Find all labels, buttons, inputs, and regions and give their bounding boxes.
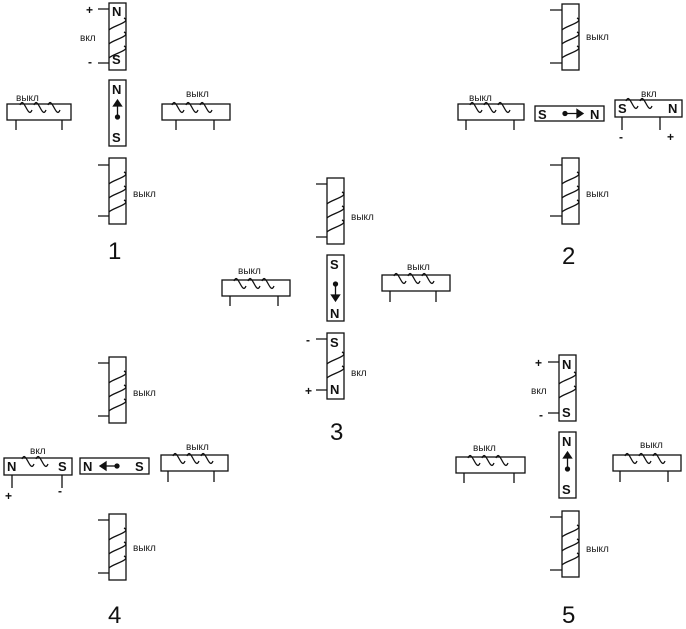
minus-terminal: - <box>619 130 623 144</box>
pole-s: S <box>330 335 339 350</box>
pole-s: S <box>58 459 67 474</box>
electromagnet-top: выкл <box>316 177 374 245</box>
electromagnet-top: выкл <box>98 356 156 424</box>
pole-n: N <box>7 459 16 474</box>
electromagnet-bottom: выкл <box>98 513 156 581</box>
diagram-4: выкл N S вкл + - N S выкл выкл <box>3 356 229 629</box>
status-off: выкл <box>473 443 496 454</box>
status-off: выкл <box>238 266 261 277</box>
diagram-number: 5 <box>562 602 575 629</box>
electromagnet-top: выкл <box>550 3 609 71</box>
minus-terminal: - <box>58 484 62 498</box>
status-on: вкл <box>30 446 46 457</box>
electromagnet-left: N S вкл + - <box>3 446 73 503</box>
pole-s: S <box>562 482 571 497</box>
status-off: выкл <box>586 32 609 43</box>
electromagnet-right: S N вкл - + <box>614 89 683 144</box>
status-off: выкл <box>407 262 430 273</box>
electromagnet-top: N S + - вкл <box>80 2 127 71</box>
pole-n: N <box>590 107 599 122</box>
compass-needle: S N <box>534 105 605 122</box>
pole-n: N <box>112 4 121 19</box>
pole-s: S <box>330 257 339 272</box>
electromagnet-left: выкл <box>221 266 291 306</box>
compass-needle: N S <box>108 79 127 147</box>
pole-s: S <box>112 52 121 67</box>
electromagnet-top: N S + - вкл <box>531 354 577 422</box>
pole-s: S <box>112 130 121 145</box>
minus-terminal: - <box>306 333 310 347</box>
diagram-5: N S + - вкл выкл N S выкл вык <box>455 354 682 629</box>
pole-n: N <box>330 382 339 397</box>
status-on: вкл <box>641 89 657 100</box>
plus-terminal: + <box>535 356 542 370</box>
status-off: выкл <box>586 189 609 200</box>
electromagnet-bottom: выкл <box>550 157 609 225</box>
electromagnet-left: выкл <box>455 443 526 483</box>
pole-n: N <box>562 434 571 449</box>
compass-needle: N S <box>558 431 577 499</box>
diagram-number: 4 <box>108 602 121 629</box>
status-off: выкл <box>586 544 609 555</box>
electromagnet-left: выкл <box>457 93 525 130</box>
status-off: выкл <box>133 388 156 399</box>
diagram-1: N S + - вкл выкл N S выкл <box>6 2 231 265</box>
electromagnet-right: выкл <box>160 442 229 482</box>
pole-s: S <box>135 459 144 474</box>
electromagnet-bottom: S N - + вкл <box>305 332 367 400</box>
compass-needle: N S <box>79 457 150 475</box>
diagram-number: 2 <box>562 243 575 270</box>
status-off: выкл <box>640 440 663 451</box>
pole-s: S <box>618 101 627 116</box>
plus-terminal: + <box>305 384 312 398</box>
plus-terminal: + <box>5 489 12 503</box>
status-off: выкл <box>469 93 492 104</box>
status-off: выкл <box>133 543 156 554</box>
diagram-number: 1 <box>108 238 121 265</box>
status-off: выкл <box>186 89 209 100</box>
plus-terminal: + <box>86 3 93 17</box>
status-off: выкл <box>351 212 374 223</box>
electromagnet-right: выкл <box>381 262 451 302</box>
pole-n: N <box>668 101 677 116</box>
compass-needle: S N <box>326 254 345 322</box>
pole-s: S <box>562 405 571 420</box>
status-off: выкл <box>16 93 39 104</box>
electromagnet-bottom: выкл <box>98 157 156 225</box>
status-off: выкл <box>133 189 156 200</box>
pole-n: N <box>83 459 92 474</box>
electromagnet-left: выкл <box>6 93 72 130</box>
diagram-3: выкл выкл S N выкл S N - + вкл <box>221 177 451 446</box>
diagram-2: выкл выкл S N S N вкл - + выкл <box>457 3 683 270</box>
electromagnet-right: выкл <box>612 440 682 482</box>
status-on: вкл <box>80 33 96 44</box>
pole-n: N <box>562 357 571 372</box>
minus-terminal: - <box>88 55 92 69</box>
electromagnet-bottom: выкл <box>550 510 609 578</box>
electromagnet-right: выкл <box>161 89 231 130</box>
status-off: выкл <box>186 442 209 453</box>
diagram-number: 3 <box>330 419 343 446</box>
pole-n: N <box>112 82 121 97</box>
minus-terminal: - <box>539 408 543 422</box>
status-on: вкл <box>351 368 367 379</box>
pole-n: N <box>330 306 339 321</box>
pole-s: S <box>538 107 547 122</box>
status-on: вкл <box>531 386 547 397</box>
plus-terminal: + <box>667 130 674 144</box>
